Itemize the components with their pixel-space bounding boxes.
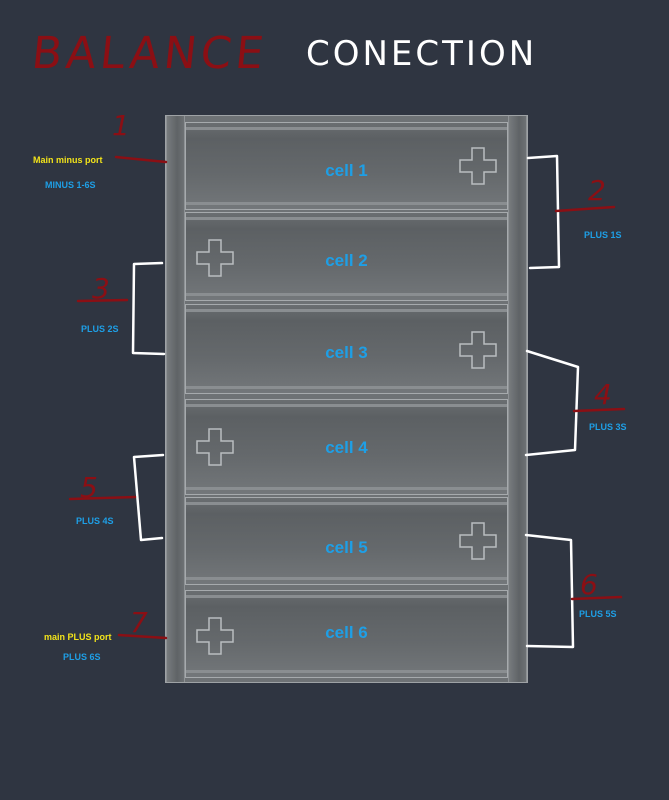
- cell-3: cell 3: [185, 304, 508, 394]
- port-5-number: 5: [80, 471, 98, 504]
- plus-6s-label: PLUS 6S: [63, 652, 101, 662]
- main-plus-port-label: main PLUS port: [44, 632, 112, 642]
- cell-4: cell 4: [185, 399, 508, 495]
- battery-pack: cell 1 cell 2 cell 3 cell 4 cell 5 cell …: [165, 115, 528, 683]
- plus-terminal-icon: [196, 239, 234, 277]
- port-3-number: 3: [92, 272, 110, 305]
- left-rail: [166, 116, 185, 682]
- plus-3s-label: PLUS 3S: [589, 422, 627, 432]
- plus-terminal-icon: [459, 331, 497, 369]
- cell-6: cell 6: [185, 590, 508, 678]
- plus-terminal-icon: [459, 522, 497, 560]
- pointer-4: [572, 407, 626, 413]
- pointer-7: [117, 633, 168, 640]
- cell-2: cell 2: [185, 212, 508, 301]
- plus-4s-label: PLUS 4S: [76, 516, 114, 526]
- pointer-5: [68, 495, 137, 501]
- cell-6-label: cell 6: [325, 623, 368, 642]
- port-7-number: 7: [130, 606, 148, 639]
- cell-2-label: cell 2: [325, 251, 368, 270]
- cell-3-label: cell 3: [325, 343, 368, 362]
- bracket-3: [131, 261, 166, 356]
- plus-5s-label: PLUS 5S: [579, 609, 617, 619]
- pointer-2: [554, 205, 616, 213]
- plus-terminal-icon: [196, 428, 234, 466]
- pointer-6: [570, 595, 623, 601]
- port-2-number: 2: [588, 174, 606, 207]
- plus-terminal-icon: [459, 147, 497, 185]
- plus-2s-label: PLUS 2S: [81, 324, 119, 334]
- main-minus-port-label: Main minus port: [33, 155, 103, 165]
- bracket-5: [132, 453, 165, 542]
- conection-title: CONECTION: [306, 34, 538, 74]
- pointer-3: [76, 298, 129, 303]
- minus-1-6s-label: MINUS 1-6S: [45, 180, 96, 190]
- port-6-number: 6: [580, 568, 598, 601]
- cell-4-label: cell 4: [325, 438, 368, 457]
- bracket-6: [524, 533, 575, 649]
- bracket-4: [524, 349, 580, 457]
- right-rail: [508, 116, 527, 682]
- cell-5: cell 5: [185, 497, 508, 585]
- bracket-2: [526, 154, 561, 270]
- port-4-number: 4: [594, 378, 612, 411]
- port-1-number: 1: [112, 109, 130, 142]
- cell-1-label: cell 1: [325, 161, 368, 180]
- plus-terminal-icon: [196, 617, 234, 655]
- plus-1s-label: PLUS 1S: [584, 230, 622, 240]
- cell-5-label: cell 5: [325, 538, 368, 557]
- cell-1: cell 1: [185, 122, 508, 210]
- pointer-1: [114, 155, 168, 164]
